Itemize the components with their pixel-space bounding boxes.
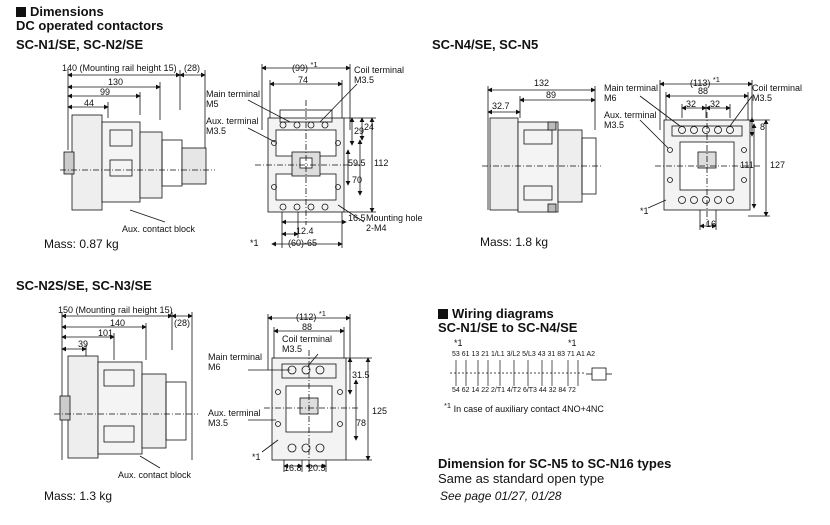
panel-n2s-title: SC-N2S/SE, SC-N3/SE [16, 278, 152, 293]
n1-dim-130: 130 [108, 77, 124, 87]
n1-dim-595: 59.5 [348, 158, 366, 168]
square-bullet-icon [16, 7, 26, 17]
n2s-dim-140: 140 [110, 318, 126, 328]
n2s-dim-78: 78 [356, 418, 367, 428]
n4-dim-88: 88 [698, 86, 709, 96]
n1-aux-block-label: Aux. contact block [122, 224, 196, 234]
n1-star: *1 [250, 238, 259, 248]
n2s-front-view [248, 314, 372, 472]
n2s-aux-block-label: Aux. contact block [118, 470, 192, 480]
n4-dim-16: 16 [706, 219, 717, 229]
n4-dim-113: (113) *1 [690, 75, 720, 88]
n1-dim-140: 140 (Mounting rail height 15) [62, 63, 177, 73]
n1-dim-29: 29 [354, 126, 365, 136]
wiring-star-left: *1 [454, 338, 463, 348]
n1-dim-124: 12.4 [296, 226, 314, 236]
dimension-note-line: Same as standard open type [438, 471, 605, 486]
n2s-dim-112: (112) *1 [296, 309, 326, 322]
wiring-star-right: *1 [568, 338, 577, 348]
n4-dim-8: 8 [760, 122, 766, 132]
wiring-bottom-labels: 54 62 14 22 2/T1 4/T2 6/T3 44 32 84 72 [452, 387, 576, 394]
dimension-note-title: Dimension for SC-N5 to SC-N16 types [438, 456, 672, 471]
n1-dim-112: 112 [374, 158, 389, 168]
n2s-dim-205: 20.5 [308, 463, 326, 473]
n1-dim-70: 70 [352, 175, 363, 185]
n2s-dim-168: 16.8 [284, 463, 302, 473]
n1-front-view [247, 64, 376, 248]
n4-dim-327: 32.7 [492, 101, 510, 111]
n4-dim-89: 89 [546, 90, 557, 100]
n1-dim-44: 44 [84, 98, 95, 108]
n4-dim-111: 111 [740, 160, 754, 170]
n4-dim-132: 132 [534, 78, 550, 88]
heading-subtitle: DC operated contactors [16, 18, 164, 33]
n4-side-view [482, 86, 602, 213]
wiring-footnote: *1 In case of auxiliary contact 4NO+4NC [444, 401, 604, 414]
n1-dim-99: 99 [100, 87, 111, 97]
n4-star: *1 [640, 206, 649, 216]
n2s-dim-150: 150 (Mounting rail height 15) [58, 305, 173, 315]
n4-dim-32a: 32 [686, 99, 697, 109]
n2s-dim-315: 31.5 [352, 370, 370, 380]
n2s-mass: Mass: 1.3 kg [44, 489, 113, 503]
n2s-dim-88: 88 [302, 322, 313, 332]
n1-dim-28: (28) [184, 63, 201, 73]
n4-front-view [639, 80, 770, 230]
wiring-title: Wiring diagrams [438, 306, 554, 321]
dimension-note-ref: See page 01/27, 01/28 [440, 489, 562, 503]
square-bullet-icon [438, 309, 448, 319]
wiring-subtitle: SC-N1/SE to SC-N4/SE [438, 320, 578, 335]
n1-mass: Mass: 0.87 kg [44, 237, 119, 251]
n4-dim-32b: 32 [710, 99, 721, 109]
n1-dim-24: 24 [364, 122, 375, 132]
n2s-dim-39: 39 [78, 339, 89, 349]
n2s-dim-28: (28) [174, 318, 191, 328]
wiring-diagram [450, 360, 612, 386]
n2s-dim-101: 101 [98, 328, 114, 338]
n2s-dim-125: 125 [372, 406, 388, 416]
n2s-star: *1 [252, 452, 261, 462]
n1-dim-165: 16.5 [348, 213, 366, 223]
heading-title: Dimensions [16, 4, 104, 19]
n1-dim-6065: (60)-65 [288, 238, 318, 248]
n1-side-view [60, 70, 215, 223]
n2s-side-view [54, 312, 198, 469]
n4-dim-127: 127 [770, 160, 786, 170]
n4-mass: Mass: 1.8 kg [480, 235, 549, 249]
panel-n1-title: SC-N1/SE, SC-N2/SE [16, 37, 144, 52]
n1-front-dim-99: (99) *1 [292, 60, 318, 73]
wiring-top-labels: 53 61 13 21 1/L1 3/L2 5/L3 43 31 83 71 A… [452, 351, 596, 358]
panel-n4-title: SC-N4/SE, SC-N5 [432, 37, 539, 52]
n1-front-dim-74: 74 [298, 75, 309, 85]
